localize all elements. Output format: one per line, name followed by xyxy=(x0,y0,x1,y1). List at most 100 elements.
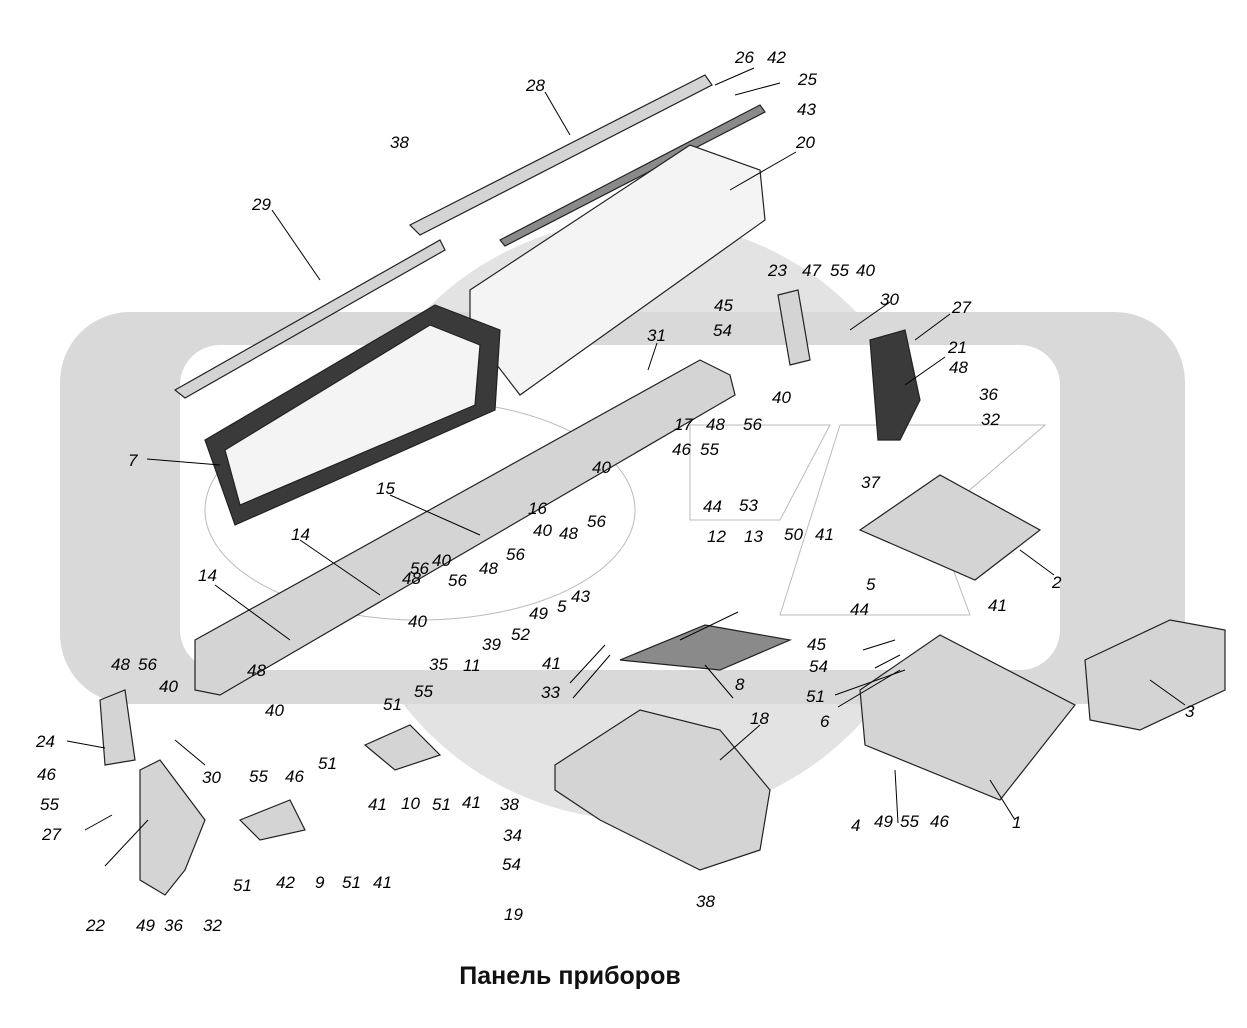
callout: 20 xyxy=(795,133,815,152)
callout: 48 xyxy=(706,415,725,434)
callout: 11 xyxy=(463,656,481,675)
callout: 48 xyxy=(111,655,130,674)
box-3 xyxy=(1084,619,1226,731)
callout: 40 xyxy=(592,458,611,477)
part-9 xyxy=(238,799,306,841)
callout: 40 xyxy=(432,551,451,570)
callout: 4 xyxy=(851,816,860,835)
diagram-caption: Панель приборов xyxy=(459,962,681,990)
callout: 48 xyxy=(559,524,578,543)
callout: 33 xyxy=(541,683,560,702)
callout: 36 xyxy=(164,916,183,935)
callout: 51 xyxy=(318,754,337,773)
callout: 22 xyxy=(85,916,105,935)
part-10 xyxy=(363,724,442,771)
callout: 46 xyxy=(37,765,56,784)
callout: 17 xyxy=(674,415,693,434)
callout: 46 xyxy=(285,767,304,786)
callout: 55 xyxy=(249,767,268,786)
callout: 49 xyxy=(529,604,548,623)
callout: 12 xyxy=(707,527,726,546)
callout: 25 xyxy=(797,70,817,89)
bracket-22 xyxy=(139,759,206,896)
callout: 56 xyxy=(506,545,525,564)
callout: 32 xyxy=(203,916,222,935)
callout: 29 xyxy=(251,195,271,214)
callout: 55 xyxy=(900,812,919,831)
callout: 37 xyxy=(861,473,880,492)
callout: 56 xyxy=(138,655,157,674)
callout: 40 xyxy=(533,521,552,540)
callout: 44 xyxy=(850,600,869,619)
callout: 13 xyxy=(744,527,763,546)
callout: 19 xyxy=(504,905,523,924)
callout: 41 xyxy=(815,525,834,544)
callout: 32 xyxy=(981,410,1000,429)
callout: 55 xyxy=(700,440,719,459)
callout: 30 xyxy=(880,290,899,309)
callout: 46 xyxy=(930,812,949,831)
callout: 54 xyxy=(502,855,521,874)
bracket-21 xyxy=(869,329,921,441)
callout: 28 xyxy=(525,76,545,95)
callout: 24 xyxy=(35,732,55,751)
callout: 5 xyxy=(557,597,567,616)
callout: 3 xyxy=(1185,702,1195,721)
callout: 55 xyxy=(40,795,59,814)
callout: 42 xyxy=(276,873,295,892)
callout: 41 xyxy=(542,654,561,673)
dashboard-parts xyxy=(99,74,1226,896)
callout: 45 xyxy=(714,296,733,315)
callout: 48 xyxy=(949,358,968,377)
leader-lines xyxy=(66,67,1186,867)
callout: 51 xyxy=(432,795,451,814)
callout: 21 xyxy=(947,338,967,357)
callout: 23 xyxy=(767,261,787,280)
callout: 38 xyxy=(696,892,715,911)
callout: 35 xyxy=(429,655,448,674)
callout: 30 xyxy=(202,768,221,787)
windshield-trim-29 xyxy=(173,239,446,399)
strip-25 xyxy=(499,104,766,247)
callout: 27 xyxy=(951,298,971,317)
callout: 51 xyxy=(806,687,825,706)
callout: 49 xyxy=(874,812,893,831)
callout: 26 xyxy=(734,48,754,67)
callout: 7 xyxy=(128,451,138,470)
callout: 48 xyxy=(402,569,421,588)
callout: 48 xyxy=(479,559,498,578)
callout: 14 xyxy=(291,525,310,544)
beam-31 xyxy=(194,359,736,696)
callout: 40 xyxy=(856,261,875,280)
callout: 36 xyxy=(979,385,998,404)
callout: 18 xyxy=(750,709,769,728)
bracket-23 xyxy=(777,289,811,366)
callout: 5 xyxy=(866,575,876,594)
callout-labels: 1 2 3 4 5 5 6 7 8 9 10 11 12 13 14 14 15… xyxy=(35,48,1195,935)
callout: 44 xyxy=(703,497,722,516)
callout: 56 xyxy=(410,559,429,578)
console-18 xyxy=(554,709,771,871)
callout: 43 xyxy=(571,587,590,606)
callout: 38 xyxy=(500,795,519,814)
callout: 16 xyxy=(528,499,547,518)
callout: 9 xyxy=(315,873,325,892)
callout: 51 xyxy=(233,876,252,895)
callout: 53 xyxy=(739,496,758,515)
callout: 42 xyxy=(767,48,786,67)
callout: 56 xyxy=(743,415,762,434)
callout: 56 xyxy=(448,571,467,590)
callout: 54 xyxy=(713,321,732,340)
callout: 1 xyxy=(1012,813,1021,832)
callout: 45 xyxy=(807,635,826,654)
callout: 50 xyxy=(784,525,803,544)
callout: 8 xyxy=(735,675,745,694)
callout: 40 xyxy=(772,388,791,407)
callout: 55 xyxy=(414,682,433,701)
callout: 2 xyxy=(1051,573,1062,592)
shelf-2 xyxy=(858,474,1042,581)
panel-8 xyxy=(619,624,793,671)
callout: 39 xyxy=(482,635,501,654)
callout: 38 xyxy=(390,133,409,152)
